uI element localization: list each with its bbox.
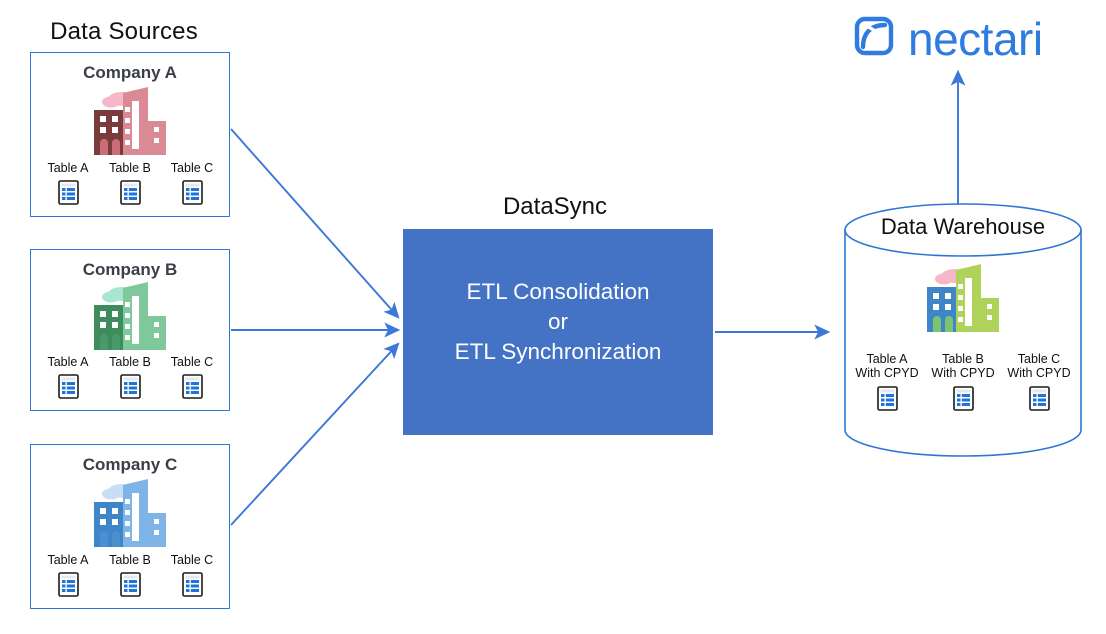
table-label: Table B bbox=[109, 553, 151, 567]
company-c-building-icon bbox=[82, 477, 178, 554]
nectari-wordmark: nectari bbox=[908, 12, 1043, 65]
arrow-company-a-to-datasync bbox=[230, 128, 400, 319]
table-label: Table A bbox=[47, 161, 89, 175]
arrow-company-c-to-datasync bbox=[230, 342, 400, 526]
table-icon[interactable] bbox=[57, 180, 79, 210]
table-label: Table C bbox=[170, 553, 214, 567]
table-sublabel: With CPYD bbox=[1007, 366, 1071, 381]
table-label: Table C bbox=[170, 355, 214, 369]
table-item[interactable]: Table B bbox=[99, 553, 161, 602]
table-item[interactable]: Table A bbox=[37, 161, 99, 210]
company-b-tables: Table A Table B bbox=[31, 355, 229, 404]
nectari-logo[interactable]: nectari bbox=[852, 14, 1043, 63]
company-b-building-icon bbox=[82, 280, 178, 357]
company-a-building-icon bbox=[82, 85, 178, 162]
table-item[interactable]: Table A bbox=[37, 355, 99, 404]
company-c-tables: Table A Table B bbox=[31, 553, 229, 602]
datasync-line-1: ETL Consolidation bbox=[466, 279, 650, 304]
table-icon[interactable] bbox=[181, 374, 203, 404]
table-item[interactable]: Table C bbox=[161, 161, 223, 210]
table-icon[interactable] bbox=[119, 374, 141, 404]
table-icon[interactable] bbox=[57, 374, 79, 404]
table-label: Table B bbox=[109, 161, 151, 175]
datasync-line-3: ETL Synchronization bbox=[454, 339, 662, 365]
company-a-tables: Table A Table B bbox=[31, 161, 229, 210]
table-icon[interactable] bbox=[119, 180, 141, 210]
table-label: Table B bbox=[109, 355, 151, 369]
table-icon[interactable] bbox=[1028, 385, 1050, 416]
table-label: Table A bbox=[47, 355, 89, 369]
datasync-process-box[interactable]: ETL Consolidation or ETL Synchronization bbox=[403, 229, 713, 435]
nectari-leaf-knot-icon bbox=[852, 14, 896, 63]
data-warehouse-cylinder[interactable]: Data Warehouse Table A With CPY bbox=[843, 200, 1083, 460]
company-card-b[interactable]: Company B Table A bbox=[30, 249, 230, 411]
table-icon[interactable] bbox=[57, 572, 79, 602]
table-label: Table C bbox=[1017, 352, 1061, 366]
data-sources-title: Data Sources bbox=[50, 18, 198, 45]
table-item[interactable]: Table B bbox=[99, 161, 161, 210]
table-label: Table C bbox=[170, 161, 214, 175]
table-icon[interactable] bbox=[181, 572, 203, 602]
table-item[interactable]: Table B bbox=[99, 355, 161, 404]
data-warehouse-title: Data Warehouse bbox=[880, 214, 1046, 239]
datasync-title: DataSync bbox=[502, 193, 608, 220]
datasync-body: ETL Consolidation or ETL Synchronization bbox=[403, 277, 713, 367]
table-item[interactable]: Table C bbox=[161, 355, 223, 404]
table-item[interactable]: Table C bbox=[161, 553, 223, 602]
datasync-line-2: or bbox=[547, 309, 568, 335]
table-label: Table A bbox=[866, 352, 908, 366]
table-sublabel: With CPYD bbox=[931, 366, 995, 381]
company-card-a[interactable]: Company A Table A bbox=[30, 52, 230, 217]
warehouse-tables: Table A With CPYD Table B With CPYD bbox=[843, 352, 1083, 416]
table-label: Table B bbox=[942, 352, 984, 366]
table-icon[interactable] bbox=[181, 180, 203, 210]
table-icon[interactable] bbox=[119, 572, 141, 602]
warehouse-building-icon bbox=[915, 262, 1011, 339]
table-item[interactable]: Table C With CPYD bbox=[1003, 352, 1075, 416]
table-item[interactable]: Table A With CPYD bbox=[851, 352, 923, 416]
table-icon[interactable] bbox=[876, 385, 898, 416]
table-item[interactable]: Table A bbox=[37, 553, 99, 602]
table-label: Table A bbox=[47, 553, 89, 567]
table-icon[interactable] bbox=[952, 385, 974, 416]
company-b-title: Company B bbox=[82, 260, 178, 279]
company-card-c[interactable]: Company C Table A bbox=[30, 444, 230, 609]
table-item[interactable]: Table B With CPYD bbox=[927, 352, 999, 416]
table-sublabel: With CPYD bbox=[855, 366, 919, 381]
company-a-title: Company A bbox=[83, 63, 177, 82]
company-c-title: Company C bbox=[82, 455, 178, 474]
